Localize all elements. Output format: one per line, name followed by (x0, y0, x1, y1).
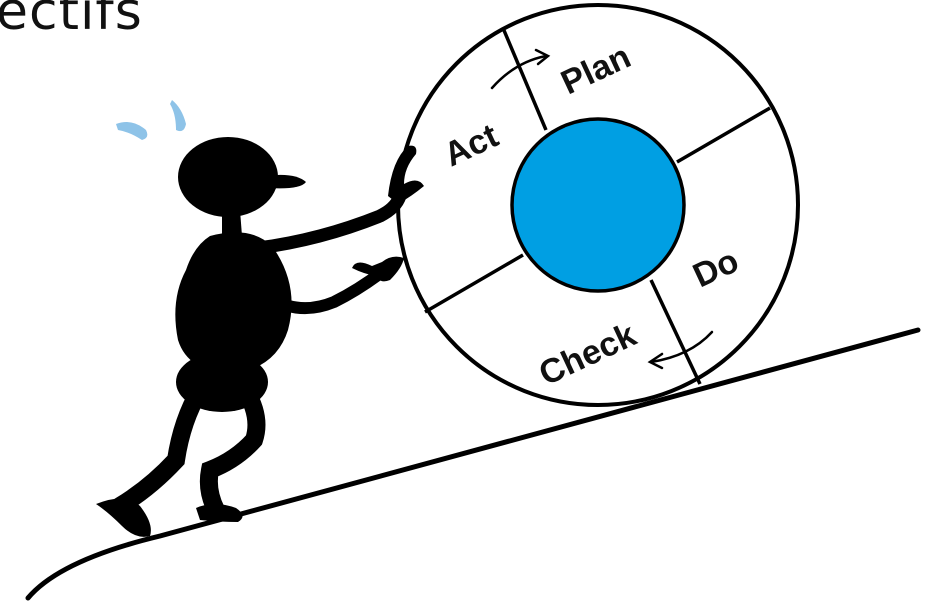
pdca-wheel-icon: Plan Do Check Act (398, 5, 798, 405)
pdca-hub (512, 119, 684, 291)
sweat-drops-icon (116, 100, 186, 140)
